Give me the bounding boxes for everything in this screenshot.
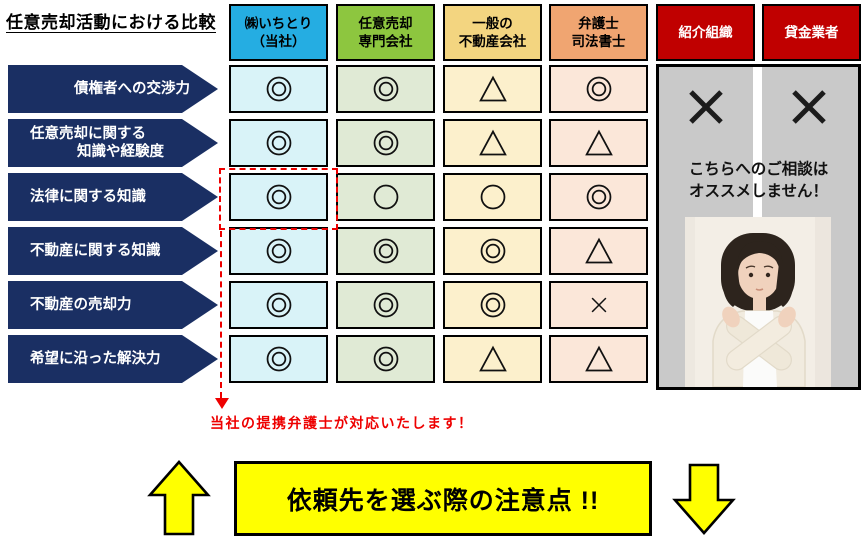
double-circle-icon xyxy=(373,346,398,372)
double-circle-icon xyxy=(586,76,611,102)
excluded-mark-1 xyxy=(787,85,831,134)
notice-box: 依頼先を選ぶ際の注意点 !! xyxy=(234,461,652,536)
rating-cell-r6-c2 xyxy=(336,335,435,383)
column-header-bengoshi: 弁護士司法書士 xyxy=(549,4,648,61)
double-circle-icon xyxy=(266,184,291,210)
column-header-line: （当社） xyxy=(251,33,306,49)
highlight-dashed-box xyxy=(219,168,338,230)
lawyer-annotation: 当社の提携弁護士が対応いたします！ xyxy=(210,415,474,431)
double-circle-icon xyxy=(266,238,291,264)
cross-icon xyxy=(792,90,826,124)
panel-message: こちらへのご相談は オススメしません！ xyxy=(659,159,858,204)
column-header-line: 任意売却 xyxy=(358,15,413,31)
row-label-5: 希望に沿った解決力 xyxy=(8,335,218,383)
rating-cell-r3-c1 xyxy=(229,173,328,221)
triangle-icon xyxy=(478,129,507,156)
row-label-text: 不動産の売却力 xyxy=(30,296,132,313)
rating-cell-r2-c1 xyxy=(229,119,328,167)
double-circle-icon xyxy=(266,292,291,318)
rating-cell-r1-c2 xyxy=(336,65,435,113)
rating-cell-r4-c2 xyxy=(336,227,435,275)
not-recommended-panel: こちらへのご相談は オススメしません！ xyxy=(656,64,861,390)
triangle-icon xyxy=(584,237,613,264)
rating-cell-r5-c2 xyxy=(336,281,435,329)
highlight-connector-line xyxy=(220,231,222,398)
column-header-line: 弁護士 xyxy=(578,15,619,31)
double-circle-icon xyxy=(586,184,611,210)
double-circle-icon xyxy=(373,130,398,156)
double-circle-icon xyxy=(266,346,291,372)
rating-cell-r3-c3 xyxy=(443,173,542,221)
down-arrow-icon xyxy=(672,463,736,535)
panel-message-line2: オススメしません！ xyxy=(688,183,829,201)
triangle-icon xyxy=(584,129,613,156)
double-circle-icon xyxy=(266,130,291,156)
rating-cell-r2-c2 xyxy=(336,119,435,167)
double-circle-icon xyxy=(480,238,505,264)
row-label-3: 不動産に関する知識 xyxy=(8,227,218,275)
column-header-ichitori: ㈱いちとり （当社） xyxy=(229,4,328,61)
row-label-4: 不動産の売却力 xyxy=(8,281,218,329)
rating-cell-r3-c2 xyxy=(336,173,435,221)
rating-cell-r6-c1 xyxy=(229,335,328,383)
circle-icon xyxy=(480,184,505,210)
rating-cell-r5-c3 xyxy=(443,281,542,329)
triangle-icon xyxy=(478,345,507,372)
triangle-icon xyxy=(478,75,507,102)
rating-cell-r6-c4 xyxy=(549,335,648,383)
column-header-ippan: 一般の不動産会社 xyxy=(443,4,542,61)
up-arrow-icon xyxy=(147,460,211,536)
column-header-line: 不動産会社 xyxy=(458,33,527,49)
double-circle-icon xyxy=(373,76,398,102)
row-label-text: 任意売却に関する xyxy=(30,125,146,142)
row-label-2: 法律に関する知識 xyxy=(8,173,218,221)
double-circle-icon xyxy=(373,238,398,264)
rating-cell-r1-c4 xyxy=(549,65,648,113)
rating-cell-r4-c3 xyxy=(443,227,542,275)
column-header-kashikin: 貸金業者 xyxy=(762,4,861,61)
column-header-line: 司法書士 xyxy=(571,33,626,49)
rating-cell-r4-c1 xyxy=(229,227,328,275)
double-circle-icon xyxy=(266,76,291,102)
row-label-text: 債権者への交渉力 xyxy=(74,80,190,97)
woman-crossing-arms-photo xyxy=(685,217,831,387)
row-label-1: 任意売却に関する知識や経験度 xyxy=(8,119,218,167)
excluded-mark-0 xyxy=(684,85,728,134)
row-label-text: 不動産に関する知識 xyxy=(30,242,161,259)
circle-icon xyxy=(373,184,398,210)
panel-message-line1: こちらへのご相談は xyxy=(688,161,829,178)
row-label-text: 法律に関する知識 xyxy=(30,188,146,205)
rating-cell-r2-c4 xyxy=(549,119,648,167)
rating-cell-r2-c3 xyxy=(443,119,542,167)
column-header-shokai: 紹介組織 xyxy=(656,4,755,61)
double-circle-icon xyxy=(373,292,398,318)
rating-cell-r1-c1 xyxy=(229,65,328,113)
rating-cell-r3-c4 xyxy=(549,173,648,221)
rating-cell-r4-c4 xyxy=(549,227,648,275)
double-circle-icon xyxy=(480,292,505,318)
column-header-senmon: 任意売却専門会社 xyxy=(336,4,435,61)
rating-cell-r1-c3 xyxy=(443,65,542,113)
red-down-arrow-icon xyxy=(215,398,229,409)
rating-cell-r6-c3 xyxy=(443,335,542,383)
cross-icon xyxy=(591,297,606,313)
cross-icon xyxy=(689,90,723,124)
column-header-line: 一般の xyxy=(472,15,513,31)
column-header-line: ㈱いちとり xyxy=(244,15,313,31)
page-title: 任意売却活動における比較 xyxy=(6,13,216,32)
notice-text: 依頼先を選ぶ際の注意点 !! xyxy=(286,486,600,515)
row-label-0: 債権者への交渉力 xyxy=(8,65,218,113)
row-label-text: 希望に沿った解決力 xyxy=(30,350,161,367)
row-label-text: 知識や経験度 xyxy=(77,144,164,160)
rating-cell-r5-c1 xyxy=(229,281,328,329)
column-header-line: 紹介組織 xyxy=(678,24,733,40)
column-header-line: 貸金業者 xyxy=(784,24,839,40)
rating-cell-r5-c4 xyxy=(549,281,648,329)
triangle-icon xyxy=(584,345,613,372)
column-header-line: 専門会社 xyxy=(358,33,413,49)
